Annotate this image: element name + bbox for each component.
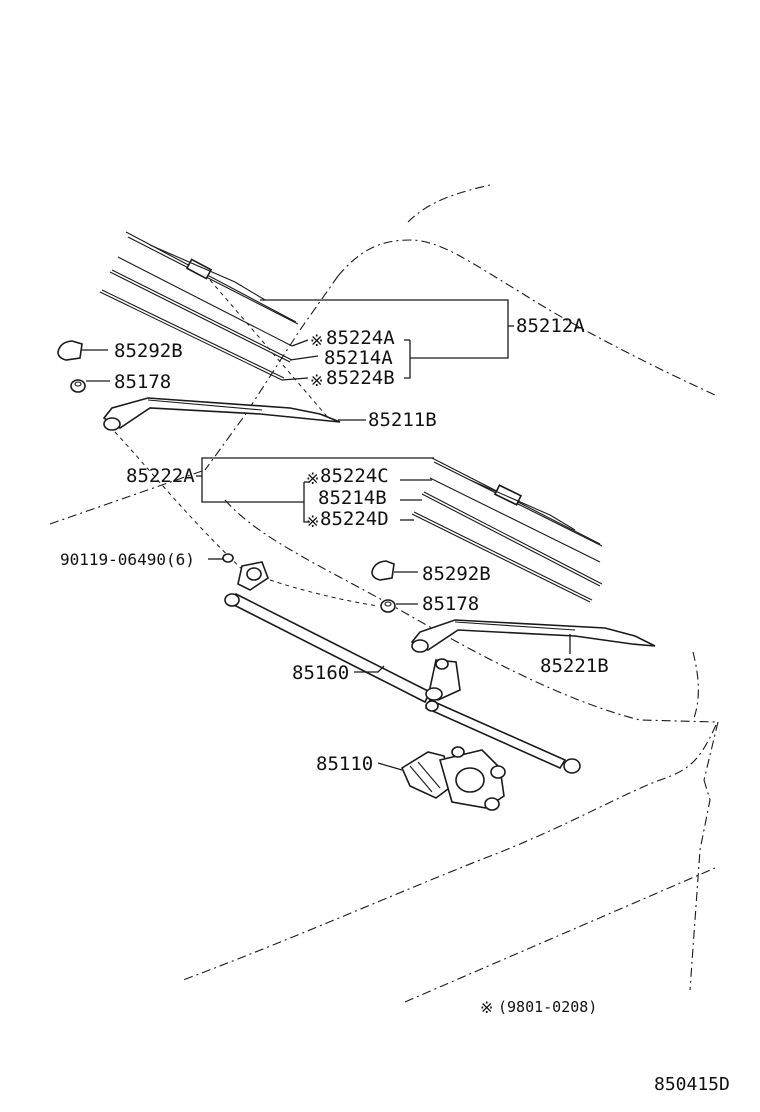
footnote-text: (9801-0208): [498, 998, 597, 1016]
lower-wiper-arm: [410, 619, 656, 653]
footnote-symbol: ※: [480, 998, 493, 1017]
label-85222A: 85222A: [126, 465, 195, 487]
label-85214A: 85214A: [324, 347, 393, 369]
nut-85178-bottom: [380, 599, 396, 613]
upper-wiper-blade: [99, 231, 331, 421]
marker-85224B: ※: [310, 371, 323, 390]
label-85178-bottom: 85178: [422, 593, 479, 615]
windshield-outline: [49, 184, 719, 1003]
label-85160: 85160: [292, 662, 349, 684]
wiper-link-assembly: [224, 561, 581, 774]
leader-lines: [82, 299, 571, 771]
bolt-90119: [222, 553, 234, 563]
label-85221B: 85221B: [540, 655, 609, 677]
label-85292B-top: 85292B: [114, 340, 183, 362]
cap-85292B-bottom: [371, 560, 395, 581]
label-85224B: 85224B: [326, 367, 395, 389]
upper-wiper-arm: [102, 397, 341, 431]
label-85224A: 85224A: [326, 327, 395, 349]
label-85224C: 85224C: [320, 465, 389, 487]
lower-wiper-blade: [411, 457, 603, 603]
label-90119-06490: 90119-06490(6): [60, 550, 195, 569]
nut-85178-top: [70, 379, 86, 393]
label-85292B-bottom: 85292B: [422, 563, 491, 585]
marker-85224C: ※: [306, 469, 319, 488]
label-85214B: 85214B: [318, 487, 387, 509]
diagram-code: 850415D: [654, 1074, 730, 1095]
label-85224D: 85224D: [320, 508, 389, 530]
assembly-guide-line-center: [269, 579, 379, 607]
label-85211B: 85211B: [368, 409, 437, 431]
label-85110: 85110: [316, 753, 373, 775]
marker-85224D: ※: [306, 512, 319, 531]
label-85212A: 85212A: [516, 315, 585, 337]
cap-85292B-top: [57, 340, 83, 361]
marker-85224A: ※: [310, 331, 323, 350]
wiper-motor: [400, 746, 506, 811]
assembly-guide-line-left: [114, 431, 246, 573]
label-85178-top: 85178: [114, 371, 171, 393]
